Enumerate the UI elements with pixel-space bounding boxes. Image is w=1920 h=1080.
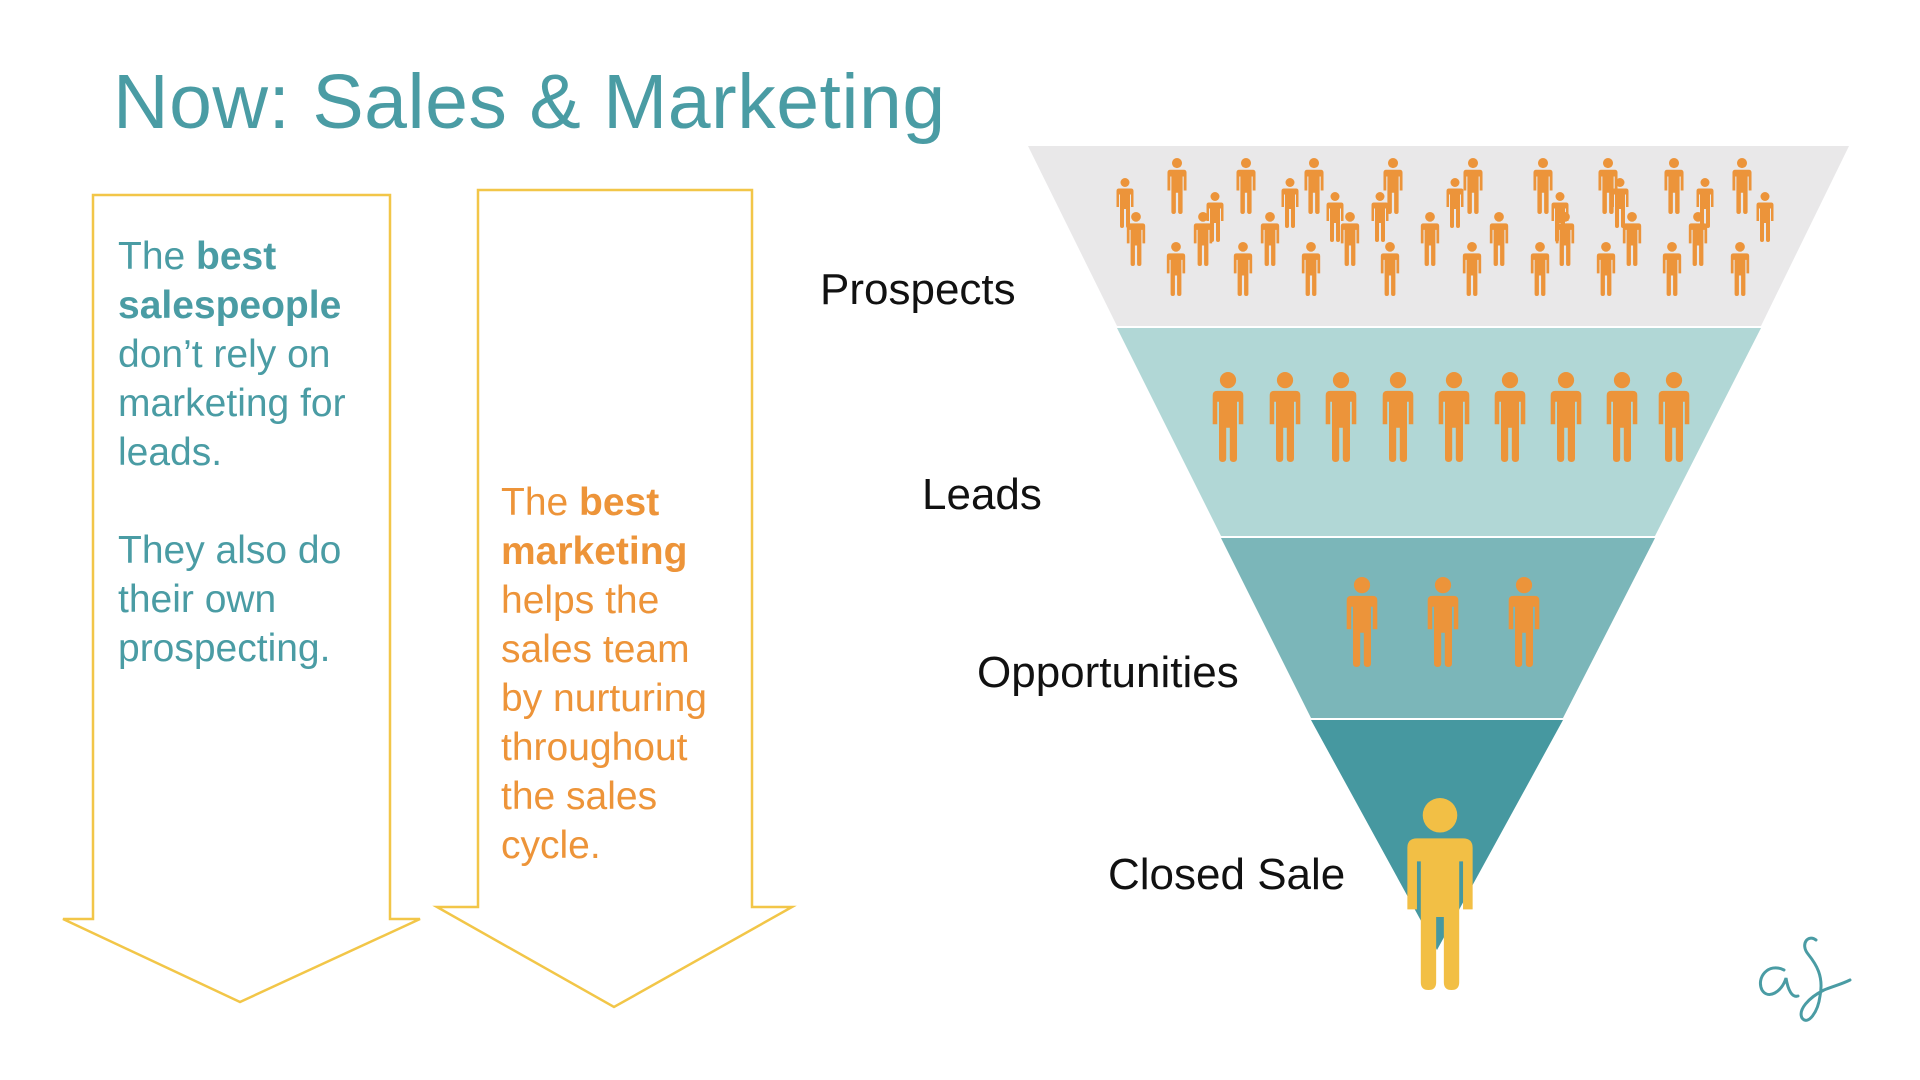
person-icon: [1489, 212, 1509, 266]
person-icon: [1326, 192, 1344, 242]
person-icon: [1756, 192, 1774, 242]
left-p1-pre: The: [118, 235, 197, 278]
left-arrow-paragraph-1: The best salespeople don’t rely on marke…: [118, 232, 383, 477]
person-icon: [1596, 242, 1616, 296]
right-p1-post: helps the sales team by nurturing throug…: [501, 579, 707, 867]
person-icon: [1236, 158, 1256, 214]
person-icon: [1438, 372, 1470, 462]
person-icon: [1407, 798, 1473, 990]
person-icon: [1530, 242, 1550, 296]
person-icon: [1533, 158, 1553, 214]
person-icon: [1382, 372, 1414, 462]
person-icon: [1383, 158, 1403, 214]
slide-title: Now: Sales & Marketing: [113, 59, 946, 145]
person-icon: [1346, 577, 1378, 667]
signature-logo-icon: [1759, 936, 1852, 1022]
left-arrow-outline: [62, 193, 421, 1004]
person-icon: [1233, 242, 1253, 296]
person-icon: [1732, 158, 1752, 214]
person-icon: [1126, 212, 1146, 266]
funnel-band-closed-sale: [1311, 720, 1563, 950]
stage-label-opportunities: Opportunities: [977, 648, 1239, 697]
person-icon: [1696, 178, 1714, 228]
person-icon: [1340, 212, 1360, 266]
right-p1-pre: The: [501, 481, 580, 524]
left-p1-bold: best salespeople: [118, 235, 342, 327]
person-icon: [1550, 372, 1582, 462]
person-icon: [1730, 242, 1750, 296]
person-icon: [1508, 577, 1540, 667]
person-icon: [1606, 372, 1638, 462]
stage-label-closed-sale: Closed Sale: [1108, 850, 1346, 899]
person-icon: [1380, 242, 1400, 296]
person-icon: [1611, 178, 1629, 228]
person-icon: [1658, 372, 1690, 462]
person-icon: [1420, 212, 1440, 266]
person-icon: [1116, 178, 1134, 228]
person-icon: [1551, 192, 1569, 242]
person-icon: [1167, 158, 1187, 214]
left-arrow-text: The best salespeople don’t rely on marke…: [118, 232, 383, 673]
funnel-people: [1116, 158, 1774, 990]
person-icon: [1371, 192, 1389, 242]
stage-label-prospects: Prospects: [820, 265, 1016, 314]
person-icon: [1662, 242, 1682, 296]
person-icon: [1206, 192, 1224, 242]
person-icon: [1269, 372, 1301, 462]
person-icon: [1664, 158, 1684, 214]
left-p1-post: don’t rely on marketing for leads.: [118, 333, 346, 474]
person-icon: [1462, 242, 1482, 296]
person-icon: [1304, 158, 1324, 214]
person-icon: [1260, 212, 1280, 266]
funnel-band-leads: [1117, 328, 1761, 536]
right-arrow-paragraph-1: The best marketing helps the sales team …: [501, 478, 741, 870]
person-icon: [1494, 372, 1526, 462]
person-icon: [1281, 178, 1299, 228]
person-icon: [1463, 158, 1483, 214]
person-icon: [1301, 242, 1321, 296]
right-arrow-text: The best marketing helps the sales team …: [501, 478, 741, 870]
person-icon: [1193, 212, 1213, 266]
person-icon: [1325, 372, 1357, 462]
stage-label-leads: Leads: [922, 470, 1042, 519]
person-icon: [1446, 178, 1464, 228]
person-icon: [1166, 242, 1186, 296]
person-icon: [1212, 372, 1244, 462]
left-arrow-paragraph-2: They also do their own prospecting.: [118, 529, 342, 670]
right-p1-bold: best marketing: [501, 481, 688, 573]
right-arrow-outline: [432, 188, 797, 1009]
person-icon: [1427, 577, 1459, 667]
person-icon: [1622, 212, 1642, 266]
